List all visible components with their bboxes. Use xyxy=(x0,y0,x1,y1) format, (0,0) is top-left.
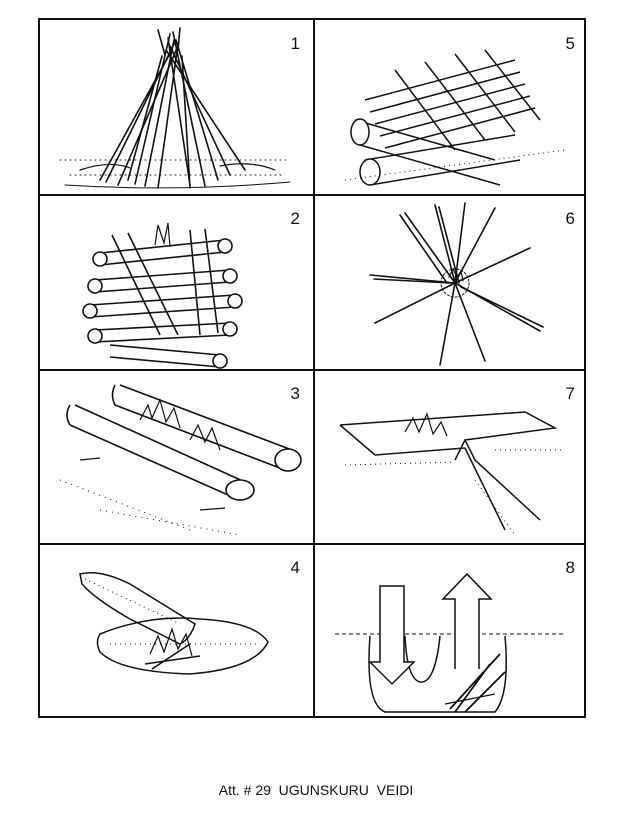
panel-4-number: 4 xyxy=(290,558,300,577)
panel-5-number: 5 xyxy=(565,34,575,53)
panel-1: 1 xyxy=(40,20,314,194)
panel-7-number: 7 xyxy=(565,384,575,403)
platform-fire-icon xyxy=(344,49,566,186)
panel-7: 7 xyxy=(315,370,589,544)
log-cabin-fire-icon xyxy=(82,222,243,369)
parallel-logs-fire-icon xyxy=(59,384,302,536)
dakota-hole-fire-icon xyxy=(335,572,565,713)
trench-fire-icon xyxy=(79,572,269,675)
panel-6: 6 xyxy=(315,195,589,369)
step-pit-fire-icon xyxy=(339,411,565,536)
panel-3: 3 xyxy=(40,370,314,544)
panel-8: 8 xyxy=(315,544,589,718)
star-fire-icon xyxy=(369,202,544,366)
fire-types-grid: 1 2 xyxy=(38,18,586,718)
panel-4: 4 xyxy=(40,544,314,718)
panel-2: 2 xyxy=(40,195,314,369)
column-divider xyxy=(313,20,315,716)
row-divider-1 xyxy=(40,194,584,196)
panel-1-number: 1 xyxy=(290,34,300,53)
panel-3-number: 3 xyxy=(290,384,300,403)
panel-2-number: 2 xyxy=(290,209,300,228)
row-divider-3 xyxy=(40,543,584,545)
panel-8-number: 8 xyxy=(565,558,575,577)
teepee-fire-icon xyxy=(59,27,291,189)
row-divider-2 xyxy=(40,369,584,371)
panel-6-number: 6 xyxy=(565,209,575,228)
figure-caption: Att. # 29 UGUNSKURU VEIDI xyxy=(218,782,414,798)
panel-5: 5 xyxy=(315,20,589,194)
